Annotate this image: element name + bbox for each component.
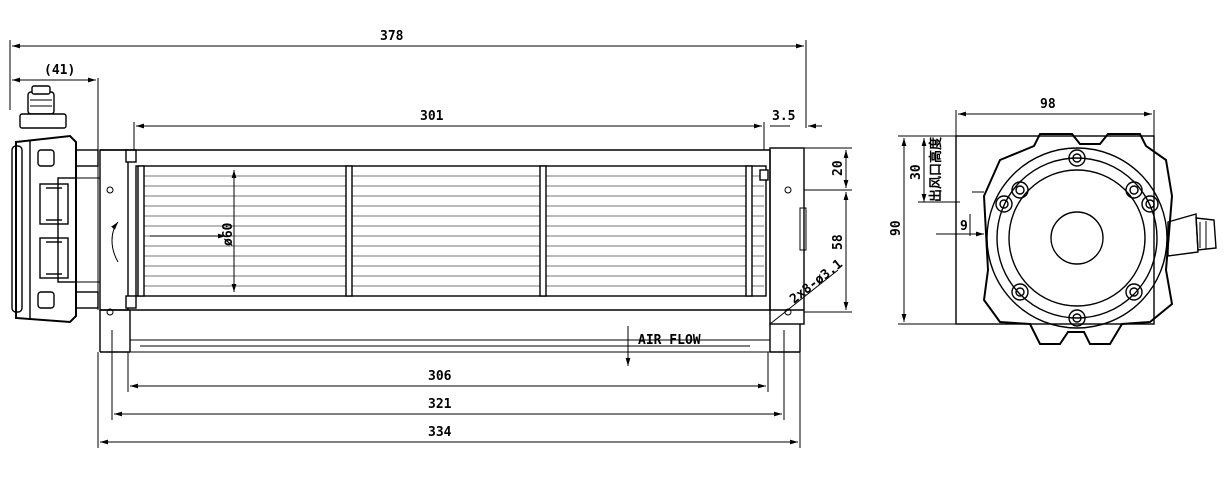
air-flow-label: AIR FLOW [638,333,701,348]
impeller [135,165,769,297]
dimension-label-3-5: 3.5 [772,109,795,124]
dimension-label-mounting-holes: 2x8-ø3.1 [787,257,846,307]
dimension-outlet-height: 30 出风口高度 [909,136,960,203]
dimension-outlet-offset: 20 [804,147,852,191]
motor-housing [11,85,100,324]
bolt-hole [995,195,1013,213]
dimension-label-306: 306 [428,369,452,384]
dimension-impeller-diameter: ø60 [150,170,237,292]
dimension-label-diameter-60: ø60 [221,222,236,246]
mounting-holes-callout: 2x8-ø3.1 [769,257,846,325]
bolt-hole [1141,195,1159,213]
dimension-label-30: 30 [909,164,924,180]
dimension-end-width: 98 [955,97,1155,150]
dimension-base-inner: 306 [127,352,769,392]
dimension-label-20: 20 [831,160,846,176]
dimension-base-mid: 321 [111,330,785,420]
air-flow-indicator: AIR FLOW [625,326,701,366]
bolt-hole [1011,181,1029,199]
dimension-label-9: 9 [960,219,968,234]
dimension-label-321: 321 [428,397,452,412]
dimension-label-90: 90 [889,220,904,236]
dimension-label-41: (41) [44,63,75,78]
dimension-end-height: 90 [889,135,1000,325]
dimension-base-outer: 334 [97,352,801,448]
dimension-impeller-length: 301 [133,109,765,150]
side-view: 378 (41) 301 3.5 [9,29,852,448]
dimension-label-98: 98 [1040,97,1056,112]
bolt-hole [1068,309,1086,327]
dimension-overall-length: 378 [9,29,807,128]
bolt-hole [1125,283,1143,301]
bolt-hole [1125,181,1143,199]
dimension-end-gap: 3.5 [770,109,822,129]
dimension-label-378: 378 [380,29,404,44]
dimension-side-height: 58 [804,192,852,313]
end-view: 98 90 30 出风口高度 9 [889,97,1217,345]
dimension-motor-offset: (41) [12,63,99,310]
bolt-hole [1011,283,1029,301]
dimension-label-301: 301 [420,109,444,124]
dimension-label-58: 58 [831,234,846,250]
fan-body-frame [99,147,807,353]
outlet-height-label: 出风口高度 [928,136,944,202]
dimension-outlet-depth: 9 [936,214,984,237]
bolt-hole [1068,149,1086,167]
dimension-label-334: 334 [428,425,452,440]
end-housing [955,133,1217,345]
